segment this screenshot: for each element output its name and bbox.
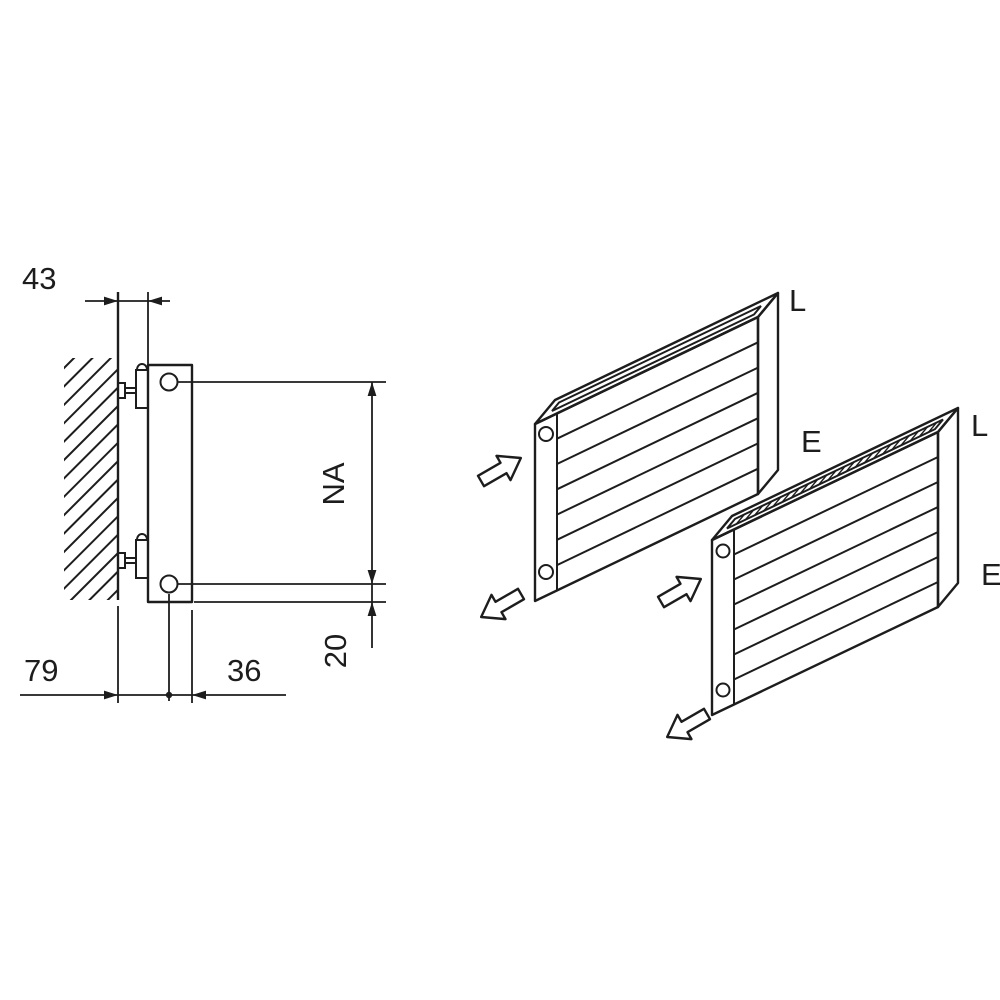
dimension-na-20: NA 20 xyxy=(178,381,386,668)
dimension-43: 43 xyxy=(22,261,170,365)
bracket-clip xyxy=(135,539,149,579)
label-L-radiator-2: L xyxy=(971,408,988,443)
pipe-connection-top xyxy=(538,426,554,442)
label-E-radiator-1: E xyxy=(801,424,822,459)
label-E-radiator-2: E xyxy=(981,557,1000,592)
slat-line xyxy=(733,481,939,581)
flow-out-arrow-icon xyxy=(479,587,526,621)
pipe-connection-bottom xyxy=(159,574,179,594)
bracket-clip xyxy=(135,369,149,409)
radiator-end-face xyxy=(756,291,780,496)
dim-arrow-icon xyxy=(104,690,118,700)
slat-line xyxy=(733,581,939,681)
dim-arrow-icon xyxy=(104,296,118,306)
slat-line xyxy=(733,456,939,556)
dim-arrow-icon xyxy=(367,382,377,396)
slat-line xyxy=(733,531,939,631)
pipe-connection-bottom xyxy=(538,564,554,580)
slat-line xyxy=(556,341,759,440)
dim-arrow-icon xyxy=(367,570,377,584)
dim-label-36: 36 xyxy=(227,653,261,688)
top-grille xyxy=(726,418,944,530)
pipe-connection-top xyxy=(715,543,731,559)
wall-bracket-top xyxy=(117,363,149,409)
dimension-79-36: 79 36 xyxy=(20,594,286,703)
pipe-connection-bottom xyxy=(715,682,731,698)
dim-label-na: NA xyxy=(316,462,351,505)
bracket-hook xyxy=(136,363,148,371)
slat-line xyxy=(556,442,759,541)
slat-line xyxy=(556,467,759,567)
front-slats xyxy=(733,456,939,681)
flow-out-arrow-icon xyxy=(665,707,712,741)
dim-label-79: 79 xyxy=(24,653,58,688)
isometric-radiator-1: L E xyxy=(476,283,822,621)
bracket-bolt-head xyxy=(117,382,126,399)
bracket-hook xyxy=(136,533,148,541)
dim-point-dot xyxy=(165,691,173,699)
front-slats xyxy=(556,341,759,567)
wall-hatching xyxy=(64,358,118,600)
isometric-radiator-2: L E xyxy=(656,406,1000,741)
dim-arrow-icon xyxy=(192,690,206,700)
dim-label-43: 43 xyxy=(22,261,56,296)
slat-line xyxy=(556,366,759,465)
dim-label-20: 20 xyxy=(318,634,353,668)
radiator-end-face xyxy=(936,406,960,609)
slat-line xyxy=(556,417,759,516)
label-L-radiator-1: L xyxy=(789,283,806,318)
wall-bracket-bottom xyxy=(117,533,149,579)
flow-in-arrow-icon xyxy=(476,454,523,488)
side-view-drawing: 43 NA 20 79 36 xyxy=(20,261,386,703)
slat-line xyxy=(556,391,759,491)
dim-arrow-icon xyxy=(148,296,162,306)
flow-in-arrow-icon xyxy=(656,575,703,609)
top-air-slot xyxy=(551,305,762,412)
slat-line xyxy=(733,506,939,606)
slat-line xyxy=(733,556,939,656)
radiator-profile xyxy=(146,363,194,604)
dim-arrow-icon xyxy=(367,602,377,616)
pipe-connection-top xyxy=(159,372,179,392)
radiator-top-face xyxy=(533,291,780,426)
bracket-bolt-head xyxy=(117,552,126,569)
